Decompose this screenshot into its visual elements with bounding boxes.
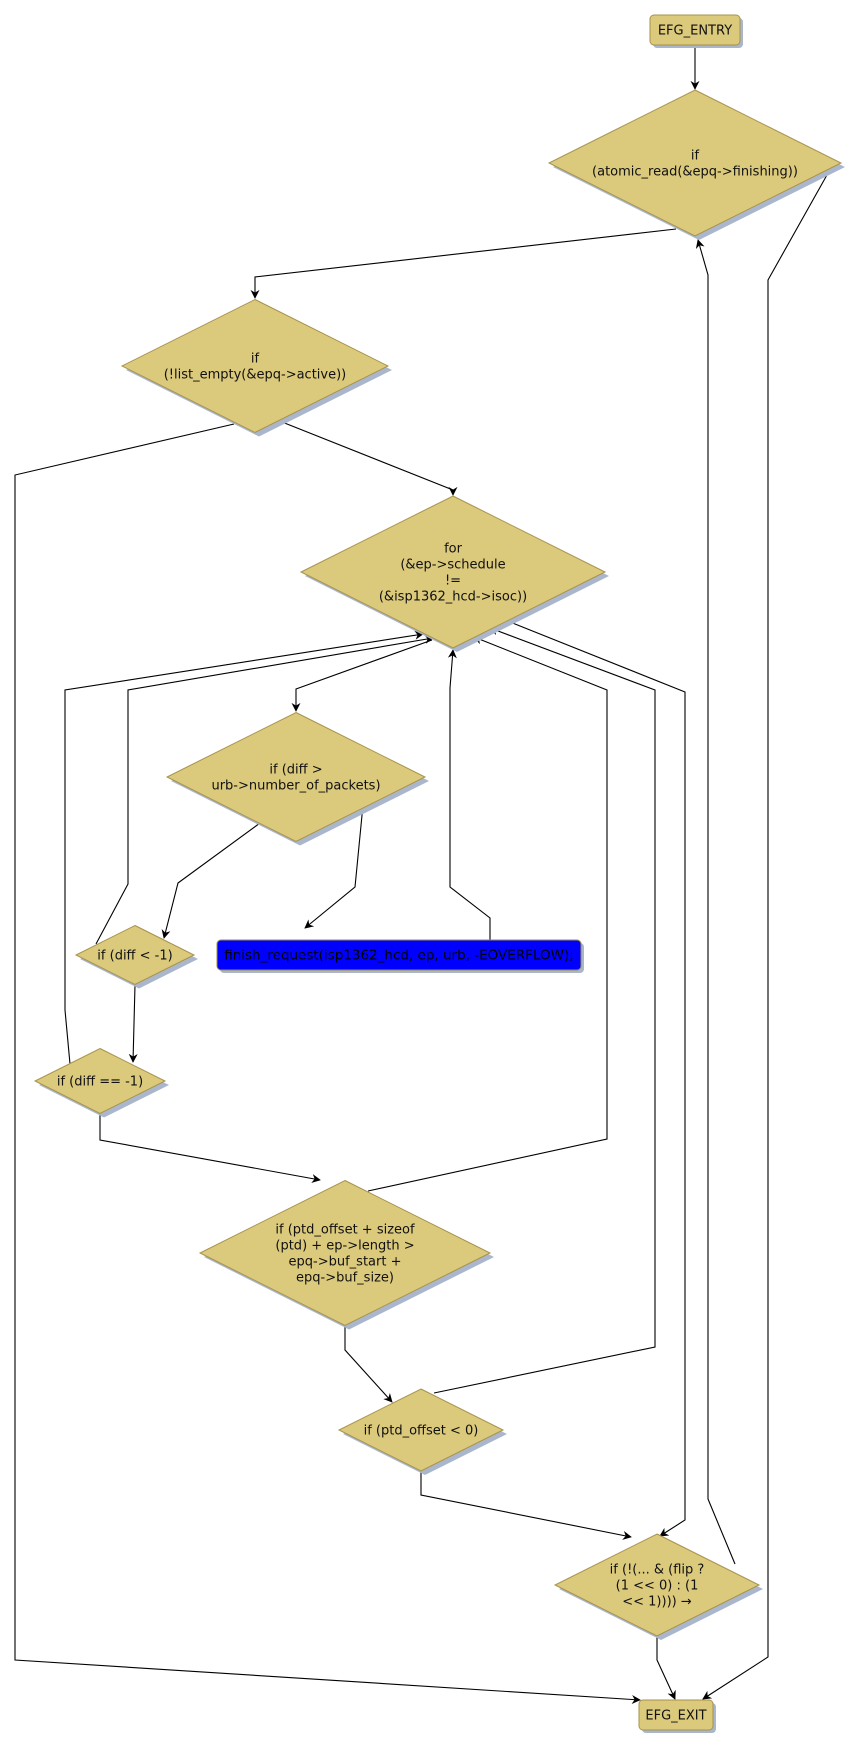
edge-list-empty-to-exit	[14, 423, 641, 1704]
node-ptd-neg[interactable]: if (ptd_offset < 0)	[337, 1388, 507, 1475]
decision-diamond[interactable]	[547, 89, 843, 237]
node-label-line: if (!(... & (flip ?	[610, 1563, 705, 1578]
node-label-line: EFG_EXIT	[645, 1709, 706, 1724]
node-label-line: (&ep->schedule	[400, 558, 505, 573]
node-label-line: (!list_empty(&epq->active))	[164, 368, 347, 383]
action-box[interactable]	[216, 939, 582, 971]
node-finish-request[interactable]: finish_request(isp1362_hcd, ep, urb, -EO…	[216, 939, 584, 973]
node-label: if (ptd_offset + sizeof(ptd) + ep->lengt…	[275, 1223, 415, 1286]
node-label: if (diff < -1)	[97, 949, 172, 964]
node-label-line: if (diff < -1)	[97, 949, 172, 964]
edge-for-schedule-to-diff-gt	[291, 639, 433, 712]
edge-ptd-size-to-ptd-neg	[344, 1326, 393, 1403]
edge-diff-eq-to-ptd-size	[99, 1114, 321, 1183]
node-label: if(atomic_read(&epq->finishing))	[592, 149, 798, 180]
decision-diamond[interactable]	[165, 711, 427, 843]
nodes-layer: EFG_ENTRYif(atomic_read(&epq->finishing)…	[33, 14, 845, 1733]
node-label-line: if (diff == -1)	[57, 1075, 143, 1090]
node-label-line: if (ptd_offset < 0)	[364, 1424, 479, 1439]
edge-flip-to-exit	[656, 1636, 676, 1700]
node-for-schedule[interactable]: for(&ep->schedule!=(&isp1362_hcd->isoc))	[299, 495, 609, 652]
edge-finish-request-to-for-schedule	[447, 649, 491, 940]
node-label: if (diff == -1)	[57, 1075, 143, 1090]
decision-diamond[interactable]	[299, 495, 607, 649]
decision-diamond[interactable]	[74, 924, 196, 986]
decision-diamond[interactable]	[198, 1179, 492, 1327]
edge-flip-to-finishing	[695, 239, 736, 1565]
node-exit[interactable]: EFG_EXIT	[638, 1699, 716, 1733]
edge-list-empty-to-for-schedule	[281, 421, 458, 496]
node-label: if(!list_empty(&epq->active))	[164, 352, 347, 383]
decision-diamond[interactable]	[337, 1388, 505, 1472]
edge-for-schedule-to-flip	[509, 621, 686, 1537]
node-label: EFG_ENTRY	[658, 24, 732, 39]
node-ptd-size[interactable]: if (ptd_offset + sizeof(ptd) + ep->lengt…	[198, 1179, 494, 1330]
node-label: if (ptd_offset < 0)	[364, 1424, 479, 1439]
edge-diff-eq-to-for-schedule	[64, 630, 424, 1065]
node-label: if (!(... & (flip ?(1 << 0) : (1<< 1))))…	[610, 1563, 705, 1610]
node-flip[interactable]: if (!(... & (flip ?(1 << 0) : (1<< 1))))…	[553, 1533, 763, 1640]
node-label: if (diff >urb->number_of_packets)	[211, 763, 380, 794]
node-label-line: if	[251, 352, 260, 367]
edge-ptd-size-to-for-schedule	[367, 635, 608, 1192]
node-label-line: if (ptd_offset + sizeof	[275, 1223, 415, 1238]
node-label: EFG_EXIT	[645, 1709, 706, 1724]
node-label-line: (&isp1362_hcd->isoc))	[379, 590, 527, 605]
node-label-line: urb->number_of_packets)	[211, 779, 380, 794]
edge-diff-gt-to-diff-lt	[161, 822, 261, 939]
edge-ptd-neg-to-for-schedule	[433, 626, 656, 1394]
decision-diamond[interactable]	[120, 298, 390, 434]
node-label-line: for	[444, 542, 463, 557]
edge-diff-lt-to-for-schedule	[95, 634, 434, 945]
edges-layer	[14, 45, 833, 1704]
node-diff-lt[interactable]: if (diff < -1)	[74, 924, 198, 989]
node-list-empty[interactable]: if(!list_empty(&epq->active))	[120, 298, 392, 437]
node-label: for(&ep->schedule!=(&isp1362_hcd->isoc))	[379, 542, 527, 605]
node-finishing[interactable]: if(atomic_read(&epq->finishing))	[547, 89, 845, 240]
node-label-line: (ptd) + ep->length >	[275, 1239, 414, 1254]
node-label-line: if (diff >	[269, 763, 322, 778]
edge-finishing-to-exit	[702, 165, 833, 1700]
node-label-line: (1 << 0) : (1	[616, 1579, 699, 1594]
terminal-box[interactable]	[649, 14, 741, 46]
node-label: finish_request(isp1362_hcd, ep, urb, -EO…	[224, 948, 574, 964]
node-label-line: << 1)))) →	[622, 1595, 692, 1610]
node-label-line: EFG_ENTRY	[658, 24, 732, 39]
edge-diff-gt-to-finish-request	[304, 804, 364, 929]
node-label-line: !=	[445, 574, 461, 589]
edge-finishing-to-list-empty	[250, 228, 677, 299]
edge-diff-lt-to-diff-eq	[128, 984, 138, 1063]
node-label-line: finish_request(isp1362_hcd, ep, urb, -EO…	[224, 948, 574, 964]
node-label-line: (atomic_read(&epq->finishing))	[592, 165, 798, 180]
node-label-line: if	[691, 149, 700, 164]
decision-diamond[interactable]	[33, 1047, 167, 1115]
decision-diamond[interactable]	[553, 1533, 761, 1637]
node-label-line: epq->buf_start +	[289, 1255, 402, 1270]
node-entry[interactable]: EFG_ENTRY	[649, 14, 743, 48]
node-diff-eq[interactable]: if (diff == -1)	[33, 1047, 169, 1118]
node-diff-gt[interactable]: if (diff >urb->number_of_packets)	[165, 711, 429, 846]
edge-ptd-neg-to-flip	[420, 1471, 632, 1540]
terminal-box[interactable]	[638, 1699, 714, 1731]
node-label-line: epq->buf_size)	[296, 1271, 394, 1286]
